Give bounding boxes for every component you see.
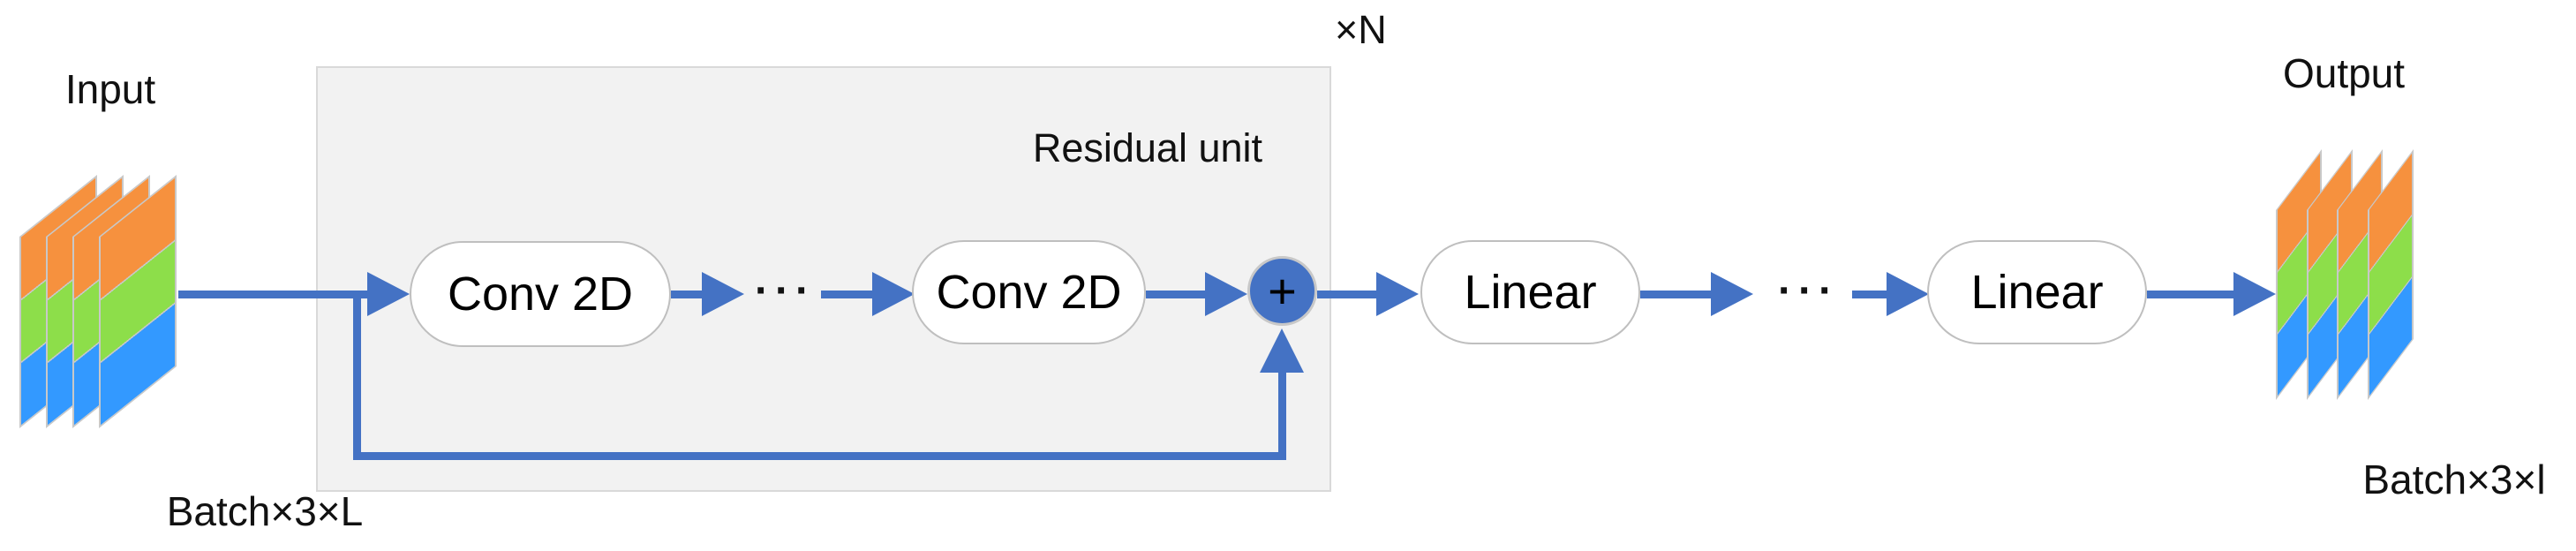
arrowhead-ellipsis-to-linear2-icon [1887,272,1929,316]
arrowhead-ellipsis-to-conv2-icon [872,272,915,316]
linear-block-1-label: Linear [1464,266,1597,319]
sum-symbol: + [1268,262,1297,319]
conv2d-block-2-label: Conv 2D [936,266,1122,319]
arrow-linear2-to-output-shaft [2147,291,2234,298]
repeat-count-label: ×N [1335,7,1387,52]
conv2d-block-1-label: Conv 2D [447,268,634,321]
linear-block-2: Linear [1927,240,2147,344]
arrow-ellipsis-to-linear2-shaft [1852,291,1887,298]
arrowhead-linear2-to-output-icon [2233,272,2276,316]
conv2d-block-1: Conv 2D [410,241,671,347]
arrowhead-conv1-to-ellipsis-icon [702,272,744,316]
arrow-conv2-to-sum-shaft [1146,291,1206,298]
input-shape-label: Batch×3×L [166,488,364,534]
arrowhead-skip-up-icon [1260,328,1304,373]
skip-riser-vertical [1278,369,1286,460]
input-label: Input [64,66,156,112]
linear-block-1: Linear [1420,240,1640,344]
arrow-conv1-to-ellipsis-shaft [671,291,703,298]
sum-node: + [1247,256,1317,326]
arrowhead-conv2-to-sum-icon [1205,272,1247,316]
conv2d-block-2: Conv 2D [912,240,1146,344]
arrow-input-to-conv1-shaft [178,291,368,298]
linear-block-2-label: Linear [1970,266,2104,319]
arrow-linear1-to-ellipsis-shaft [1640,291,1712,298]
arrow-ellipsis-to-conv2-shaft [821,291,875,298]
output-shape-label: Batch×3×l [2362,457,2546,502]
skip-branch-vertical [353,294,361,460]
ellipsis-linear: ··· [1778,268,1839,314]
skip-line-horizontal [353,452,1286,460]
ellipsis-conv: ··· [755,268,816,314]
arrowhead-linear1-to-ellipsis-icon [1711,272,1753,316]
arrowhead-sum-to-linear1-icon [1376,272,1419,316]
output-label: Output [2282,50,2406,96]
residual-unit-title: Residual unit [1032,125,1262,170]
arrowhead-input-to-conv1-icon [367,272,410,316]
arrow-sum-to-linear1-shaft [1317,291,1377,298]
